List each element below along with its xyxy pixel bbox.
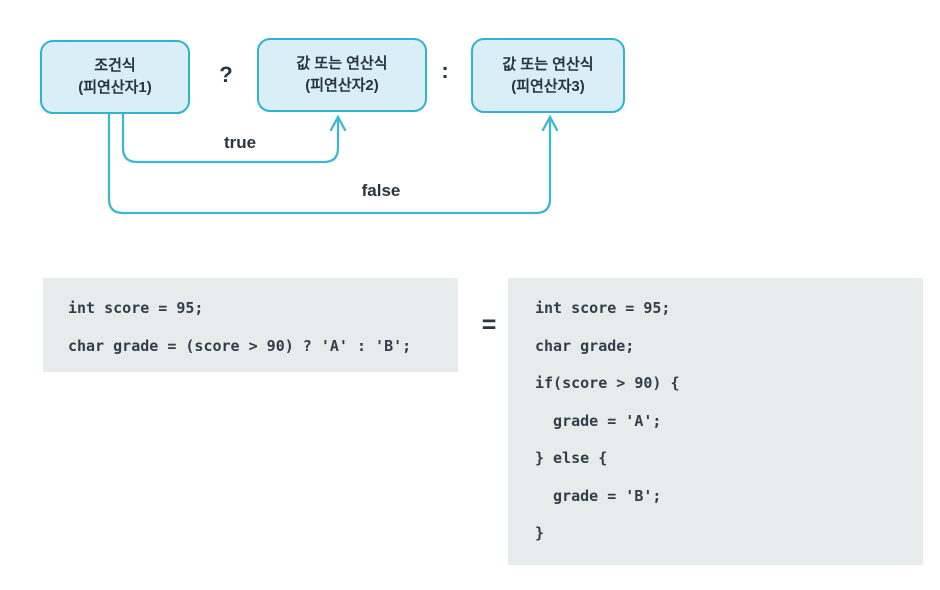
colon-operator: : xyxy=(441,58,449,83)
code-line: int score = 95; xyxy=(68,299,204,317)
condition-box: 조건식 (피연산자1) xyxy=(40,40,190,114)
false-value-box-subtitle: (피연산자3) xyxy=(511,77,585,95)
false-branch-label: false xyxy=(361,181,401,200)
code-line: grade = 'A'; xyxy=(535,411,662,430)
condition-box-subtitle: (피연산자1) xyxy=(78,79,152,96)
code-line: if(score > 90) { xyxy=(535,374,680,392)
true-arrowhead-icon xyxy=(329,114,347,132)
false-arrow-path xyxy=(107,111,552,215)
false-value-box: 값 또는 연산식 (피연산자3) xyxy=(471,38,625,113)
flow-arrows xyxy=(107,111,559,215)
code-line: } xyxy=(535,524,545,542)
true-value-box-subtitle: (피연산자2) xyxy=(305,77,379,94)
condition-box-title: 조건식 xyxy=(94,57,136,74)
if-else-code-block: int score = 95; char grade; if(score > 9… xyxy=(508,278,923,565)
true-value-box: 값 또는 연산식 (피연산자2) xyxy=(257,38,427,112)
ternary-code-block: int score = 95; char grade = (score > 90… xyxy=(43,278,458,372)
true-branch-label: true xyxy=(223,133,257,152)
question-mark-operator: ? xyxy=(219,62,233,87)
arrow-group xyxy=(107,111,559,215)
true-arrow-path xyxy=(121,111,340,164)
equivalence-equals-sign: = xyxy=(481,311,497,339)
code-line: grade = 'B'; xyxy=(535,486,662,505)
code-line: } else { xyxy=(535,449,608,467)
code-line: char grade = (score > 90) ? 'A' : 'B'; xyxy=(68,337,412,355)
code-line: int score = 95; xyxy=(535,299,671,317)
true-value-box-title: 값 또는 연산식 xyxy=(296,55,388,72)
false-arrowhead-icon xyxy=(541,114,559,132)
false-value-box-title: 값 또는 연산식 xyxy=(502,55,594,73)
code-line: char grade; xyxy=(535,336,635,355)
